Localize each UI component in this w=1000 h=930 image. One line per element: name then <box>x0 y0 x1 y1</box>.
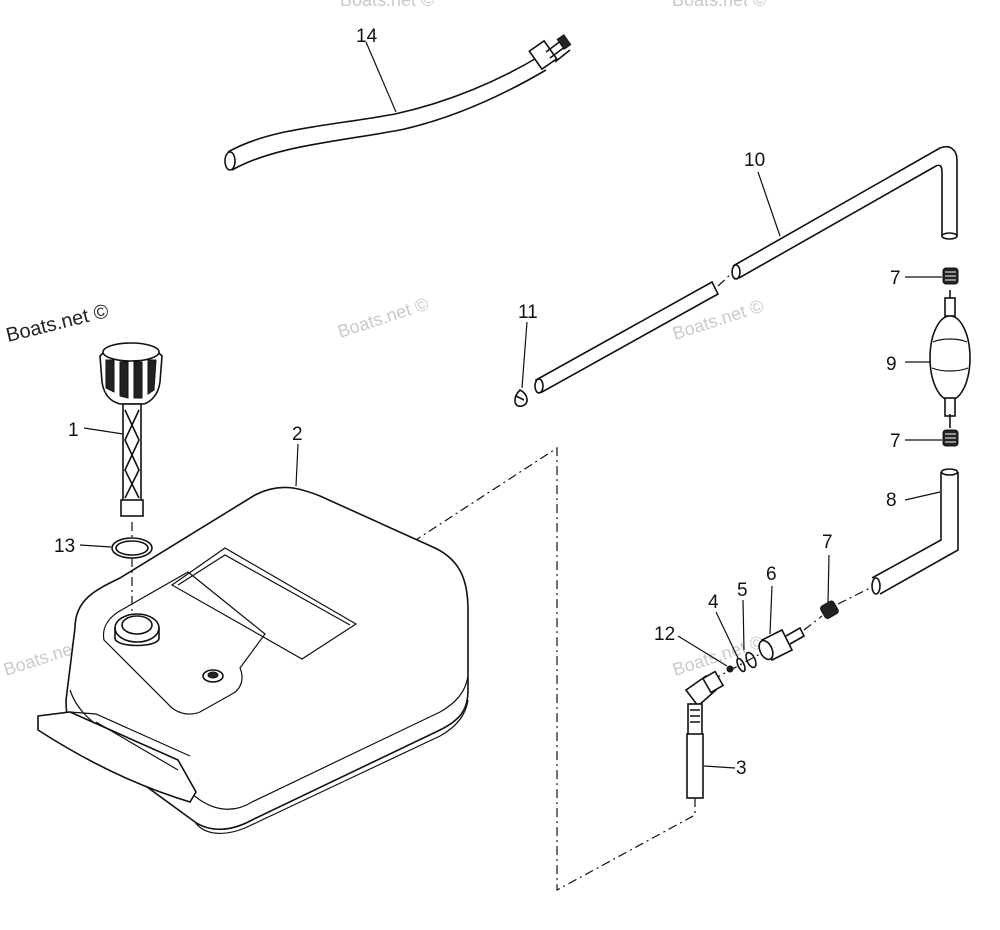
callout-7-middle: 7 <box>890 431 901 452</box>
watermark-mid-left: Boats.net © <box>335 294 431 342</box>
watermark-main: Boats.net © <box>4 300 111 347</box>
callout-12: 12 <box>654 624 675 645</box>
callout-3: 3 <box>736 758 747 779</box>
tank-vent <box>202 669 224 683</box>
callout-2: 2 <box>292 424 303 445</box>
part-8-short-hose[interactable] <box>871 468 959 595</box>
callout-5: 5 <box>737 580 748 601</box>
part-12-small-fitting[interactable] <box>711 653 761 681</box>
leader-lines <box>79 41 942 769</box>
callout-6: 6 <box>766 564 777 585</box>
part-5-o-ring[interactable] <box>744 651 758 669</box>
watermark-top-left: Boats.net © <box>340 0 434 10</box>
assembly-line <box>212 446 696 892</box>
callout-14: 14 <box>356 26 378 47</box>
callout-4: 4 <box>708 592 719 613</box>
part-7b-clamp-middle[interactable] <box>942 429 959 447</box>
part-2-fuel-tank[interactable] <box>37 486 469 834</box>
part-7a-clamp-upper[interactable] <box>942 267 959 285</box>
part-1-fuel-gauge[interactable] <box>99 342 163 517</box>
part-6-connector[interactable] <box>756 615 823 662</box>
callout-10: 10 <box>744 150 765 171</box>
watermark-top-right: Boats.net © <box>672 0 766 10</box>
callout-7-upper: 7 <box>890 268 901 289</box>
callout-13: 13 <box>54 536 75 557</box>
callout-1: 1 <box>68 420 79 441</box>
callout-11: 11 <box>518 302 538 323</box>
part-14-fuel-hose[interactable] <box>224 34 572 171</box>
part-4-o-ring[interactable] <box>735 657 746 673</box>
part-3-fuel-pickup[interactable] <box>684 670 725 799</box>
part-10-primer-hose[interactable] <box>534 145 958 394</box>
part-13-gasket[interactable] <box>111 522 153 614</box>
tank-fill-neck <box>114 613 160 647</box>
part-7c-clamp-lower[interactable] <box>819 587 871 620</box>
part-9-primer-bulb[interactable] <box>929 290 971 428</box>
callout-8: 8 <box>886 490 897 511</box>
callout-labels: 14 10 11 7 9 7 8 7 6 5 4 12 3 2 1 13 <box>54 26 901 779</box>
callout-9: 9 <box>886 354 897 375</box>
callout-7-lower: 7 <box>822 532 833 553</box>
part-11-clamp[interactable] <box>514 389 528 408</box>
